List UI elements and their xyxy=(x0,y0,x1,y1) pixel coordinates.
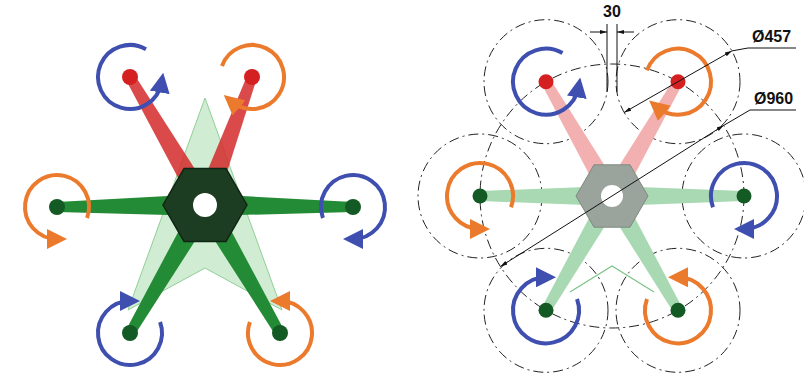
motor xyxy=(539,303,554,318)
rotor-direction-arrow xyxy=(98,301,162,365)
heading-arrow-outline xyxy=(570,266,654,292)
motor xyxy=(345,199,361,215)
diameter-line xyxy=(678,51,732,82)
rotor-direction-arrow xyxy=(25,175,89,239)
dimension-arrow xyxy=(617,32,634,33)
motor xyxy=(473,189,488,204)
extension-line xyxy=(607,24,608,92)
propeller-disc xyxy=(484,248,608,372)
label-shelf xyxy=(750,110,796,111)
motor xyxy=(272,325,288,341)
diameter-line xyxy=(624,82,678,113)
dimension-label: Ø457 xyxy=(750,28,793,46)
propeller-disc xyxy=(484,20,608,144)
right-hexacopter xyxy=(418,20,804,373)
leader-line xyxy=(724,110,750,126)
rotor-direction-arrow xyxy=(513,49,578,115)
rotor-direction-arrow xyxy=(321,175,385,239)
dimension-lines xyxy=(500,24,796,266)
motor xyxy=(122,325,138,341)
propeller-disc xyxy=(616,20,740,144)
motor xyxy=(737,189,752,204)
rotor-direction-arrow xyxy=(447,163,513,229)
label-shelf xyxy=(748,48,796,49)
dimension-label: 30 xyxy=(601,3,623,21)
dimension-arrow xyxy=(590,32,607,33)
hub-hole xyxy=(193,193,217,217)
motor xyxy=(244,69,260,85)
diameter-line xyxy=(500,196,612,266)
rotor-direction-arrow xyxy=(98,45,162,109)
rotor-direction-arrow xyxy=(513,277,579,343)
hub xyxy=(163,169,247,242)
leader-line xyxy=(732,48,748,51)
rotor-direction-arrow xyxy=(711,163,777,229)
motor xyxy=(671,303,686,318)
diameter-line xyxy=(612,126,724,196)
rotor-direction-arrow xyxy=(248,301,312,365)
motor xyxy=(539,74,554,89)
motor xyxy=(49,199,65,215)
left-hexacopter xyxy=(25,45,385,365)
rotor-direction-arrow xyxy=(222,45,284,109)
propeller-disc xyxy=(616,248,740,372)
motor xyxy=(122,69,138,85)
rotor-direction-arrow xyxy=(645,277,711,343)
extension-line xyxy=(617,24,618,92)
dimension-label: Ø960 xyxy=(752,90,795,108)
